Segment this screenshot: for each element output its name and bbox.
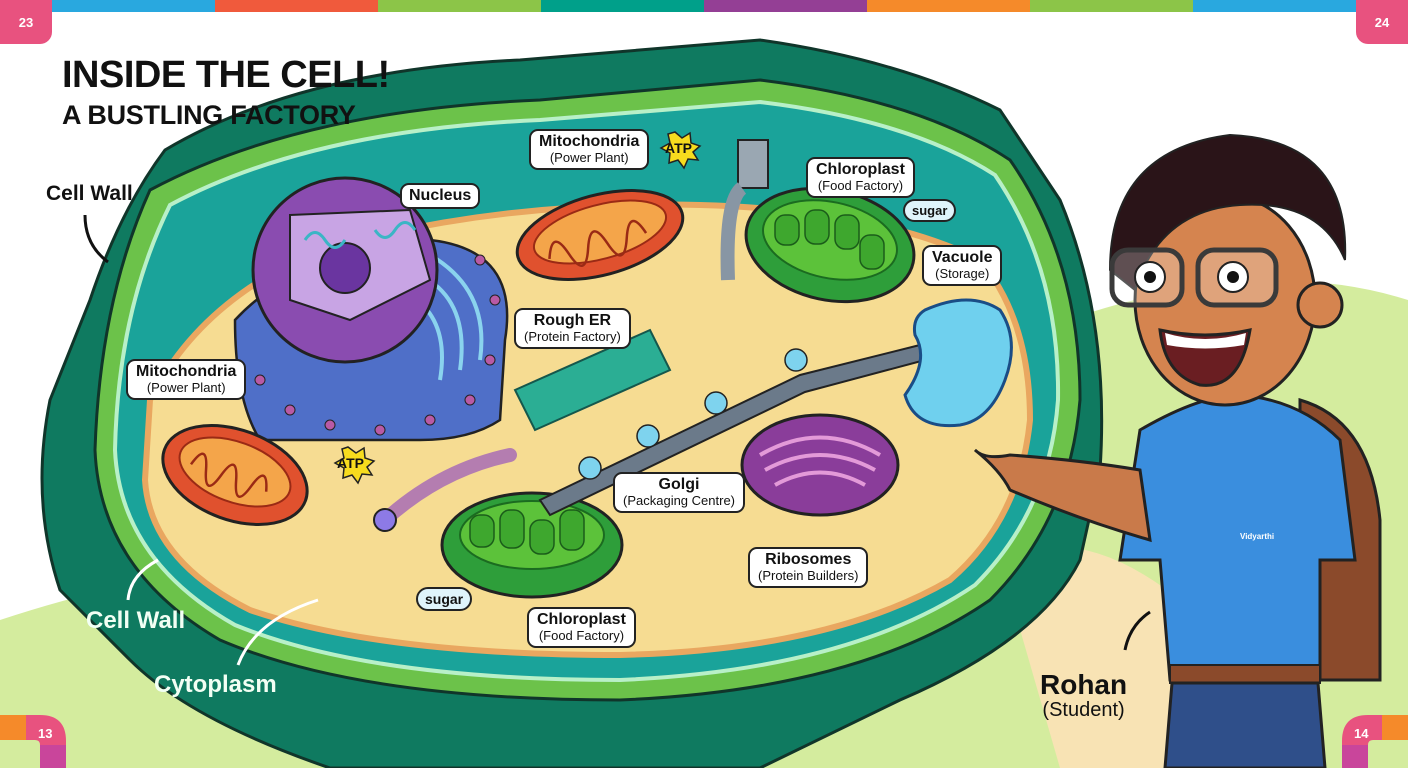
illustration-shape [236, 598, 319, 666]
rohan-belt [1169, 664, 1321, 684]
nucleolus [319, 242, 371, 294]
corner-magenta-right [1342, 745, 1368, 768]
rohan-hair [1108, 133, 1347, 292]
illustration-shape [489, 294, 501, 306]
label-mitochondria-top: Mitochondria (Power Plant) [529, 129, 650, 171]
character-name: Rohan [1040, 669, 1128, 700]
illustration-shape [474, 254, 486, 266]
rohan-pupil-left [1144, 271, 1156, 283]
thylakoid-stacks-top [774, 209, 885, 270]
label-cell-wall-bottom: Cell Wall [86, 607, 186, 634]
illustration-shape [834, 214, 860, 250]
illustration-shape [529, 519, 555, 555]
illustration-shape [324, 419, 336, 431]
corner-number-left: 13 [38, 726, 53, 741]
illustration-shape [704, 391, 728, 415]
sugar-label-top: sugar [903, 199, 957, 222]
stripe-segment [1030, 0, 1193, 12]
label-mitochondria-left: Mitochondria (Power Plant) [126, 359, 247, 401]
stripe-segment [378, 0, 541, 12]
illustration-shape [859, 234, 885, 270]
illustration-shape [469, 514, 495, 548]
rohan-arm [973, 448, 1152, 543]
label-arrows-white [126, 558, 319, 666]
label-vacuole: Vacuole (Storage) [922, 245, 1003, 287]
top-color-stripe [52, 0, 1356, 12]
corner-number-right: 14 [1354, 726, 1369, 741]
atp-label-top: ATP [665, 140, 692, 156]
label-arrows [83, 214, 1151, 651]
rohan-jeans [1163, 681, 1327, 768]
label-rough-er: Rough ER (Protein Factory) [514, 308, 631, 350]
label-golgi: Golgi (Packaging Centre) [613, 472, 745, 514]
golgi-apparatus [740, 413, 900, 517]
illustration-shape [804, 209, 830, 245]
rohan-shirt [1118, 393, 1357, 682]
stripe-segment [52, 0, 215, 12]
protein-tube-bundle [513, 328, 672, 432]
label-ribosomes: Ribosomes (Protein Builders) [748, 547, 869, 589]
stripe-segment [867, 0, 1030, 12]
vesicles [578, 348, 808, 480]
dna-strand [303, 221, 417, 249]
rohan-teeth [1165, 333, 1246, 349]
page-heading: INSIDE THE CELL! A BUSTLING FACTORY [62, 56, 390, 129]
mitochondrion-top-inner [532, 199, 668, 265]
stripe-segment [1193, 0, 1356, 12]
illustration-shape [484, 354, 496, 366]
illustration-shape [559, 509, 585, 551]
label-cytoplasm: Cytoplasm [154, 671, 277, 698]
sugar-label-bottom: sugar [416, 587, 473, 611]
thylakoid-stacks-bottom [469, 509, 585, 555]
illustration-shape [83, 214, 109, 264]
stripe-segment [704, 0, 867, 12]
label-chloroplast-bottom: Chloroplast (Food Factory) [527, 607, 636, 649]
corner-magenta-left [40, 745, 66, 768]
microtubule-cap [373, 508, 397, 532]
page-number-right: 24 [1356, 0, 1408, 44]
illustration-shape [464, 394, 476, 406]
stripe-segment [215, 0, 378, 12]
label-cell-wall-top: Cell Wall [46, 182, 133, 205]
illustration-shape [774, 214, 800, 246]
vacuole [903, 298, 1013, 428]
corner-orange-right [1382, 715, 1408, 740]
corner-orange-left [0, 715, 26, 740]
microtubule [378, 448, 517, 527]
rohan-pupil-right [1227, 271, 1239, 283]
illustration-shape [126, 558, 159, 601]
atp-label-left: ATP [337, 455, 364, 471]
illustration-shape [374, 424, 386, 436]
cristae-left [189, 452, 268, 498]
illustration-shape [284, 404, 296, 416]
illustration-shape [499, 509, 525, 549]
label-chloroplast-top: Chloroplast (Food Factory) [806, 157, 915, 199]
page-number-left: 23 [0, 0, 52, 44]
illustration-shape [1123, 610, 1151, 651]
illustration-shape [254, 374, 266, 386]
illustration-shape [424, 414, 436, 426]
golgi-cisternae [758, 435, 882, 487]
illustration-shape [578, 456, 602, 480]
cristae-top [548, 219, 648, 267]
machine-chute [720, 182, 747, 281]
stripe-segment [541, 0, 704, 12]
label-nucleus: Nucleus [400, 183, 481, 210]
character-role: (Student) [1042, 699, 1125, 722]
vending-machine [737, 139, 769, 189]
page-subtitle: A BUSTLING FACTORY [62, 100, 356, 130]
atp-burst-left [333, 446, 376, 485]
page-title: INSIDE THE CELL! [62, 54, 390, 96]
atp-burst-top [659, 131, 702, 170]
mitochondrion-left-inner [178, 436, 292, 508]
character-label: Rohan (Student) [1040, 669, 1128, 722]
rohan-ear [1296, 281, 1344, 329]
illustration-shape [636, 424, 660, 448]
shirt-logo-text: Vidyarthi [1240, 532, 1275, 541]
illustration-shape [784, 348, 808, 372]
er-ribosome-dots [254, 254, 501, 436]
